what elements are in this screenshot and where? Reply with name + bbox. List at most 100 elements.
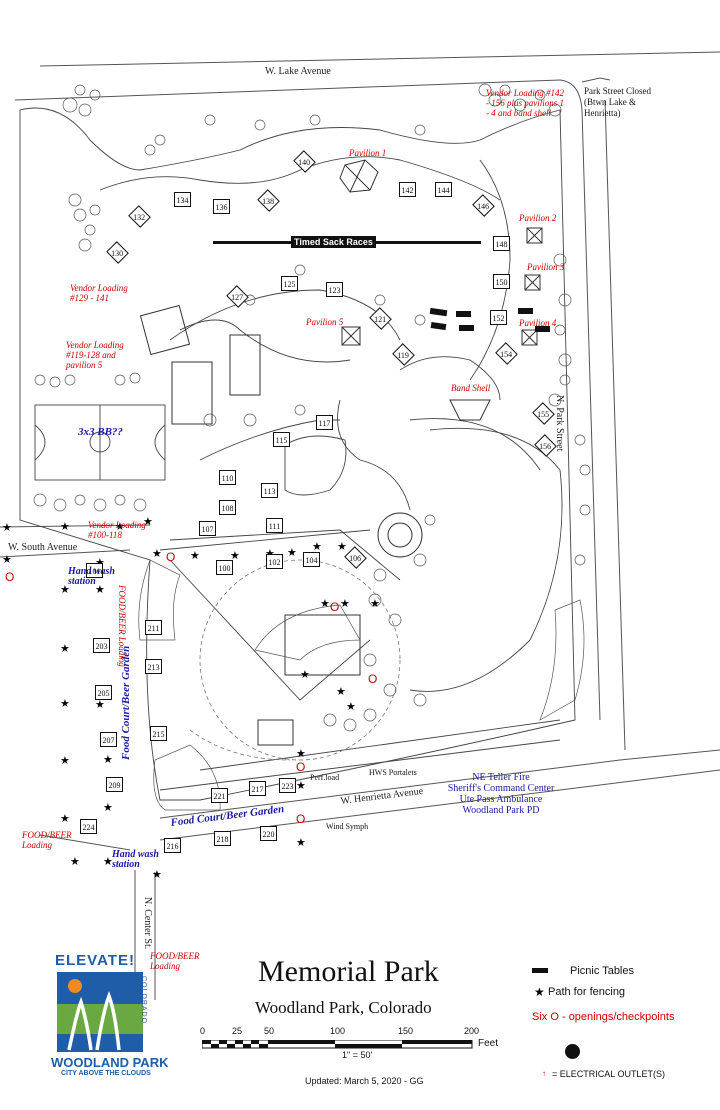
booth-217[interactable]: 217 (249, 781, 266, 796)
structures (139, 159, 543, 746)
booth-218[interactable]: 218 (214, 831, 231, 846)
opening-marker: O (296, 760, 306, 774)
booth-115[interactable]: 115 (273, 432, 290, 447)
command-center-block: NE Teller Fire Sheriff's Command Center … (436, 772, 566, 816)
hand-wash-1: Hand wash station (68, 566, 115, 587)
timed-sack-races-label: Timed Sack Races (291, 236, 376, 248)
booth-113[interactable]: 113 (261, 483, 278, 498)
fence-star: ★ (95, 699, 105, 711)
logo-colorado: COLORADO (140, 976, 147, 1025)
booth-156-label: 156 (538, 441, 551, 451)
booth-100[interactable]: 100 (216, 560, 233, 575)
plazas (138, 559, 585, 811)
food-beer-loading-2: FOOD/BEER Loading (150, 951, 200, 971)
booth-106-label: 106 (348, 553, 361, 563)
fence-star: ★ (60, 813, 70, 825)
booth-134[interactable]: 134 (174, 192, 191, 207)
scale-tick-100: 100 (330, 1026, 346, 1036)
legend-fencing-label: Path for fencing (548, 986, 626, 998)
dashed-arcs (189, 559, 401, 761)
booth-130-label: 130 (110, 248, 123, 258)
booth-207[interactable]: 207 (100, 732, 117, 747)
wind-symph-label: Wind Symph (326, 822, 369, 831)
fence-star: ★ (336, 686, 346, 698)
pavilion-3-label: Pavilion 3 (527, 262, 565, 272)
booth-146-label: 146 (476, 201, 489, 211)
opening-marker: O (368, 672, 378, 686)
vendor-loading-v2: Vendor Loading #129 - 141 (70, 283, 128, 303)
street-park-st: N. Park Street (554, 395, 565, 452)
booth-223[interactable]: 223 (279, 778, 296, 793)
booth-205[interactable]: 205 (95, 685, 112, 700)
fence-star: ★ (95, 584, 105, 596)
fence-star: ★ (296, 748, 306, 760)
updated-note: Updated: March 5, 2020 - GG (305, 1076, 424, 1086)
logo-tagline: CITY ABOVE THE CLOUDS (61, 1070, 151, 1077)
booth-136[interactable]: 136 (213, 199, 230, 214)
booth-211[interactable]: 211 (145, 620, 162, 635)
booth-152[interactable]: 152 (490, 310, 507, 325)
booth-101[interactable]: 101 (86, 563, 103, 578)
fence-star: ★ (230, 550, 240, 562)
legend-openings-o: O (550, 1011, 559, 1023)
booth-144[interactable]: 144 (435, 182, 452, 197)
map-title: Memorial Park (258, 955, 439, 988)
booth-138-label: 138 (261, 196, 274, 206)
booth-108[interactable]: 108 (219, 500, 236, 515)
booth-224[interactable]: 224 (80, 819, 97, 834)
booth-209[interactable]: 209 (106, 777, 123, 792)
command-line-1: NE Teller Fire (472, 772, 530, 783)
fence-star: ★ (152, 548, 162, 560)
pavilion-4-label: Pavilion 4 (519, 318, 557, 328)
booth-213[interactable]: 213 (145, 659, 162, 674)
booth-125[interactable]: 125 (281, 276, 298, 291)
legend-outlet-label: = ELECTRICAL OUTLET(S) (552, 1069, 665, 1079)
fence-star: ★ (190, 550, 200, 562)
fence-star: ★ (103, 856, 113, 868)
booth-142[interactable]: 142 (399, 182, 416, 197)
scale-tick-200: 200 (464, 1026, 480, 1036)
fence-star: ★ (60, 755, 70, 767)
booth-216[interactable]: 216 (164, 838, 181, 853)
food-beer-loading-1: FOOD/BEER Loading (22, 830, 72, 850)
fence-star: ★ (370, 598, 380, 610)
booth-102[interactable]: 102 (266, 554, 283, 569)
vendor-loading-v3: Vendor Loading #119-128 and pavilion 5 (66, 340, 124, 370)
booth-110[interactable]: 110 (219, 470, 236, 485)
booth-104[interactable]: 104 (303, 552, 320, 567)
opening-marker: O (166, 550, 176, 564)
booth-203[interactable]: 203 (93, 638, 110, 653)
logo-mark (57, 972, 143, 1052)
booth-148[interactable]: 148 (493, 236, 510, 251)
opening-marker: O (296, 812, 306, 826)
legend-openings-rest: - openings/checkpoints (561, 1011, 675, 1023)
legend-picnic-swatch (532, 968, 548, 973)
street-lines (0, 51, 720, 1000)
logo-name: WOODLAND PARK (51, 1055, 169, 1070)
booth-111[interactable]: 111 (266, 518, 283, 533)
fence-star: ★ (103, 802, 113, 814)
fence-star: ★ (152, 869, 162, 881)
booth-123[interactable]: 123 (326, 282, 343, 297)
booth-107[interactable]: 107 (199, 521, 216, 536)
booth-121-label: 121 (373, 314, 386, 324)
scale-tick-25: 25 (232, 1026, 243, 1036)
fence-star: ★ (337, 541, 347, 553)
booth-150[interactable]: 150 (493, 274, 510, 289)
booth-215[interactable]: 215 (150, 726, 167, 741)
scale-ratio: 1" = 50' (342, 1050, 373, 1060)
booth-117[interactable]: 117 (316, 415, 333, 430)
park-paths (19, 107, 576, 801)
basketball-court (34, 404, 166, 481)
perfload-label: Perf.load (310, 773, 340, 782)
booth-132-label: 132 (132, 212, 145, 222)
fence-star: ★ (346, 701, 356, 713)
basketball-label: 3x3 BB?? (78, 426, 123, 438)
picnic-tables (429, 307, 550, 332)
fence-star: ★ (2, 554, 12, 566)
woodland-park-logo: ELEVATE! COLORADO WOODLAND PARK CITY ABO… (51, 952, 176, 1082)
booth-221[interactable]: 221 (211, 788, 228, 803)
booth-220[interactable]: 220 (260, 826, 277, 841)
fence-star: ★ (143, 516, 153, 528)
